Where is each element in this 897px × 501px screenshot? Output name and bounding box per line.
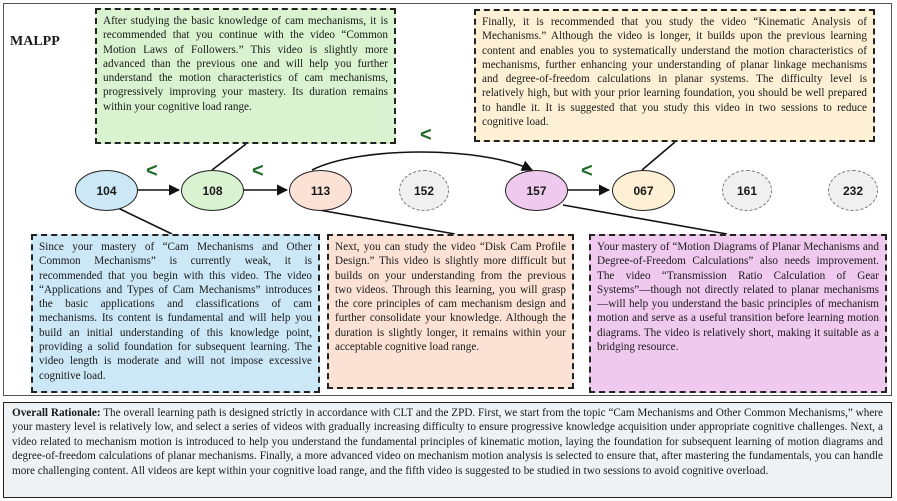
less-than-sign: < <box>146 160 158 182</box>
video-node-232[interactable]: 232 <box>828 170 878 211</box>
video-node-152[interactable]: 152 <box>399 170 449 211</box>
less-than-sign: < <box>252 160 264 182</box>
connector-104 <box>117 207 173 235</box>
connector-113 <box>318 209 456 235</box>
video-node-161[interactable]: 161 <box>722 170 772 211</box>
video-node-104[interactable]: 104 <box>75 170 138 211</box>
less-than-sign: < <box>420 124 432 146</box>
connector-108 <box>211 143 247 171</box>
explanation-box-067: Finally, it is recommended that you stud… <box>474 9 875 142</box>
video-node-067[interactable]: 067 <box>612 170 675 211</box>
video-node-157[interactable]: 157 <box>505 170 568 211</box>
diagram-title: MALPP <box>10 34 60 49</box>
video-node-108[interactable]: 108 <box>181 170 244 211</box>
overall-rationale-panel: Overall Rationale: The overall learning … <box>3 402 892 498</box>
arrow-113-157 <box>311 151 534 171</box>
explanation-box-104: Since your mastery of “Cam Mechanisms an… <box>31 234 320 393</box>
video-node-113[interactable]: 113 <box>289 170 352 211</box>
overall-rationale-label: Overall Rationale: <box>12 407 101 419</box>
connector-157 <box>562 204 728 235</box>
explanation-box-108: After studying the basic knowledge of ca… <box>95 8 396 144</box>
explanation-box-157: Your mastery of “Motion Diagrams of Plan… <box>589 234 887 393</box>
overall-rationale-text: The overall learning path is designed st… <box>12 407 883 477</box>
explanation-box-113: Next, you can study the video “Disk Cam … <box>327 234 574 389</box>
connector-067 <box>641 141 676 171</box>
less-than-sign: < <box>581 160 593 182</box>
